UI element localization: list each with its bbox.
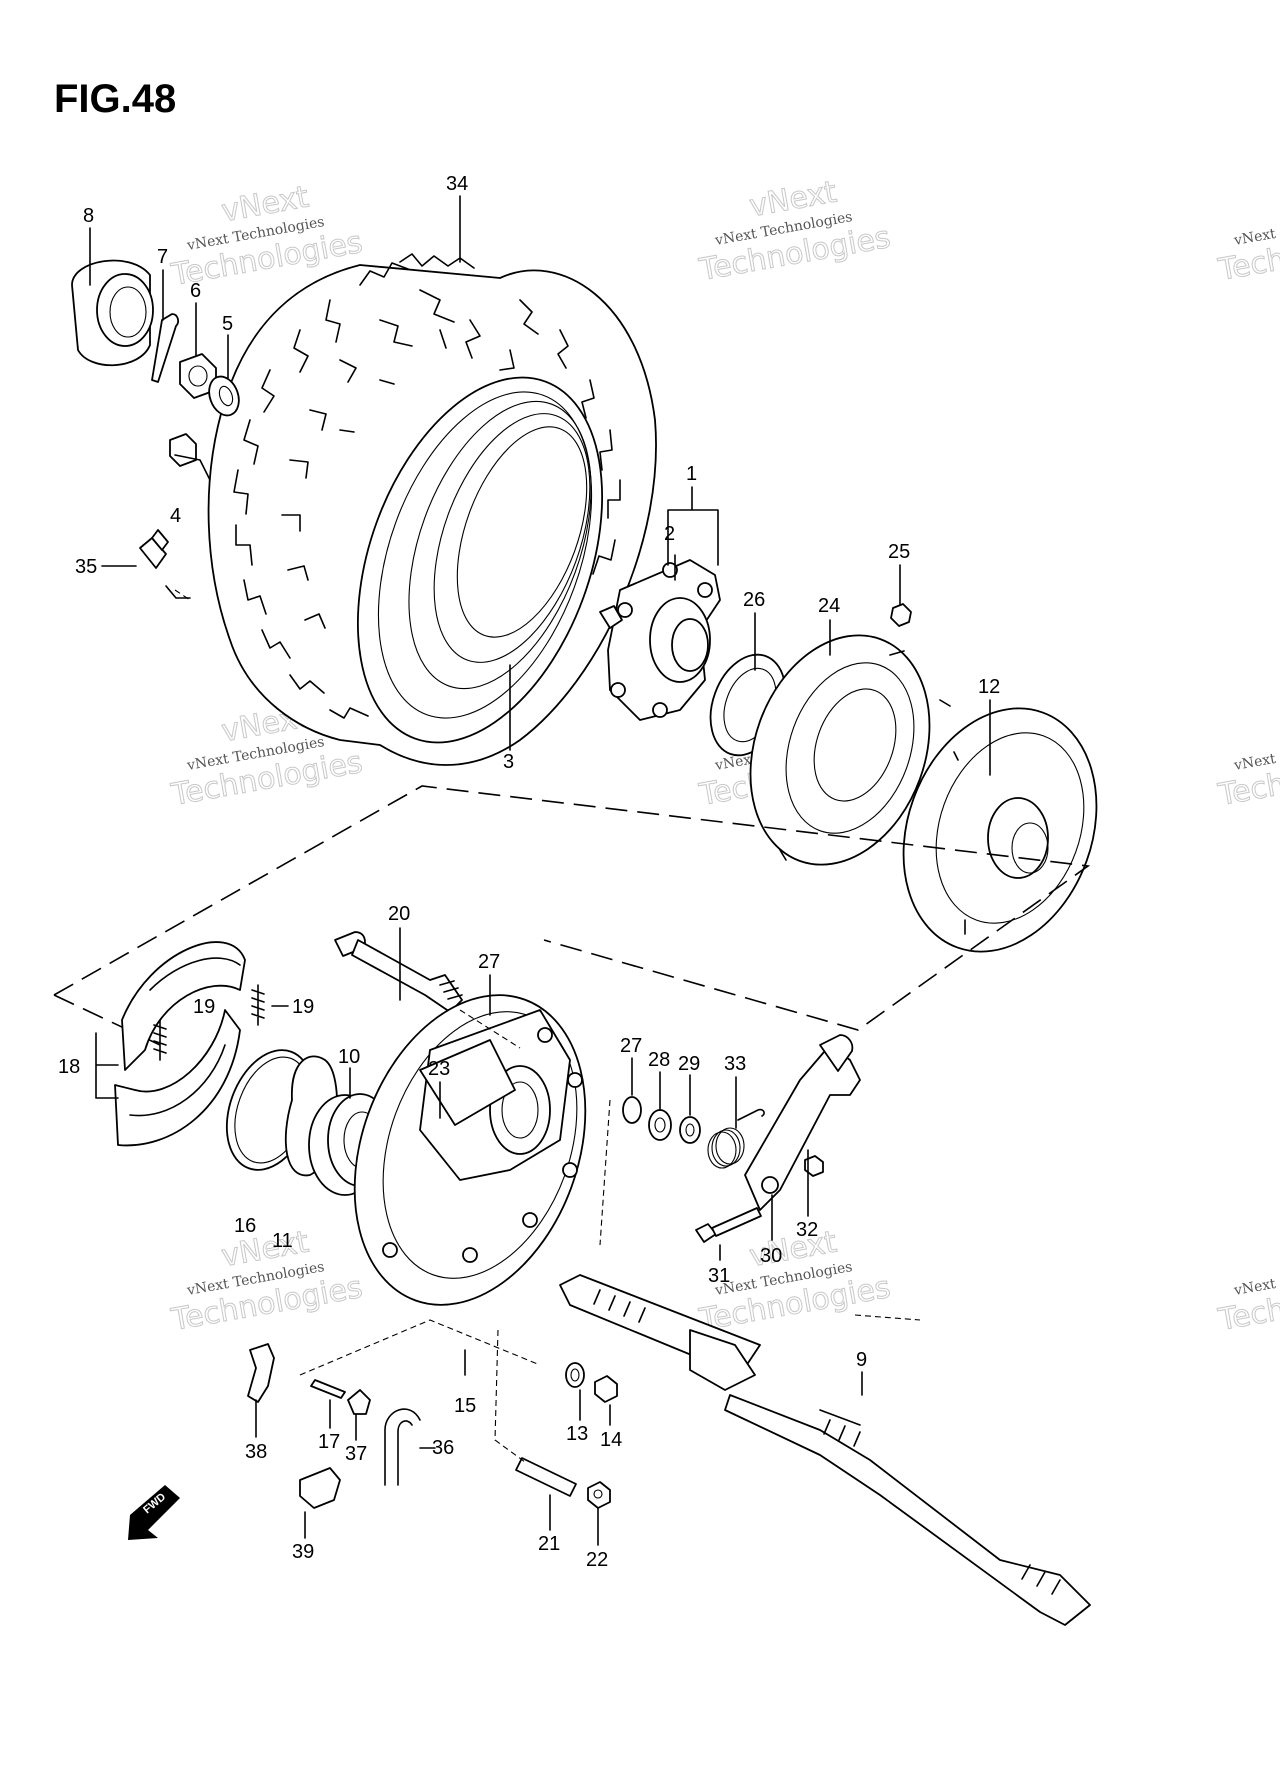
stud-bolt bbox=[515, 1457, 577, 1497]
washer bbox=[679, 1116, 701, 1144]
callout-numbers: 34 8 7 6 5 4 35 1 2 3 26 24 25 12 20 27 … bbox=[58, 173, 1000, 1571]
callout-label: 12 bbox=[978, 676, 1000, 698]
tire bbox=[139, 253, 657, 766]
callout-label: 13 bbox=[566, 1423, 588, 1445]
callout-label: 16 bbox=[234, 1215, 256, 1237]
callout-label: 21 bbox=[538, 1533, 560, 1555]
wheel-hub bbox=[599, 559, 721, 721]
callout-label: 4 bbox=[170, 505, 181, 527]
o-ring bbox=[622, 1096, 642, 1124]
callout-label: 39 bbox=[292, 1541, 314, 1563]
callout-label: 18 bbox=[58, 1056, 80, 1078]
callout-label: 33 bbox=[724, 1053, 746, 1075]
callout-label: 38 bbox=[245, 1441, 267, 1463]
nut bbox=[587, 1481, 611, 1509]
brake-camshaft bbox=[334, 931, 463, 1013]
watermark-text: vNext bbox=[1232, 1276, 1277, 1299]
torsion-spring bbox=[707, 1108, 765, 1169]
leader-lines bbox=[89, 195, 991, 1546]
callout-label: 11 bbox=[272, 1230, 293, 1252]
washer bbox=[208, 375, 240, 417]
brake-panel bbox=[353, 994, 587, 1306]
callout-label: 5 bbox=[222, 313, 233, 335]
brake-spring bbox=[153, 984, 265, 1061]
bolt bbox=[695, 1207, 762, 1243]
dashed-leaders bbox=[174, 589, 921, 1463]
tread-pattern bbox=[233, 253, 621, 719]
callout-label: 8 bbox=[83, 205, 94, 227]
callout-label: 6 bbox=[190, 280, 201, 302]
bolt bbox=[594, 1375, 618, 1403]
watermark-text: vNext bbox=[1232, 751, 1277, 774]
callout-label: 32 bbox=[796, 1219, 818, 1241]
callout-label: 23 bbox=[428, 1058, 450, 1080]
callout-label: 27 bbox=[478, 951, 500, 973]
callout-label: 26 bbox=[743, 589, 765, 611]
guide bbox=[247, 1343, 275, 1403]
washer bbox=[565, 1362, 585, 1388]
brake-shoes bbox=[114, 941, 246, 1147]
assembly-group-outline bbox=[53, 785, 1091, 1031]
callout-label: 34 bbox=[446, 173, 468, 195]
watermark-text: vNext bbox=[1232, 226, 1277, 249]
callout-label: 19 bbox=[193, 996, 215, 1018]
rim-groove bbox=[433, 413, 591, 663]
callout-label: 10 bbox=[338, 1046, 360, 1068]
callout-label: 30 bbox=[760, 1245, 782, 1267]
clamp bbox=[347, 1389, 371, 1415]
callout-label: 19 bbox=[292, 996, 314, 1018]
figure-title: FIG.48 bbox=[54, 77, 176, 121]
callout-label: 17 bbox=[318, 1431, 340, 1453]
brake-drum-cover bbox=[749, 634, 951, 866]
cotter-pin bbox=[151, 313, 179, 383]
watermark: vNext Technologies Technologies vNext bbox=[168, 179, 366, 294]
callout-label: 1 bbox=[686, 463, 697, 485]
callout-label: 22 bbox=[586, 1549, 608, 1571]
callout-label: 7 bbox=[157, 246, 168, 268]
callout-label: 27 bbox=[620, 1035, 642, 1057]
nut bbox=[804, 1155, 824, 1177]
brake-drum bbox=[902, 707, 1098, 953]
callout-label: 35 bbox=[75, 556, 97, 578]
tread-pattern bbox=[281, 289, 515, 629]
rim-groove bbox=[456, 426, 588, 638]
callout-label: 24 bbox=[818, 595, 840, 617]
watermark: vNext Technologies bbox=[1215, 219, 1280, 288]
hub-cap bbox=[71, 259, 154, 367]
callout-label: 29 bbox=[678, 1053, 700, 1075]
valve-stem bbox=[139, 537, 167, 569]
watermark: vNext Technologies Technologies vNext bbox=[168, 1224, 366, 1339]
callout-label: 14 bbox=[600, 1429, 622, 1451]
clip bbox=[299, 1467, 341, 1509]
callout-label: 2 bbox=[664, 523, 675, 545]
valve-stem bbox=[151, 529, 169, 551]
callout-label: 3 bbox=[503, 751, 514, 773]
callout-label: 9 bbox=[856, 1349, 867, 1371]
washer bbox=[648, 1109, 672, 1141]
hose bbox=[384, 1408, 421, 1486]
callout-label: 31 bbox=[708, 1265, 730, 1287]
drum-bolt bbox=[890, 603, 912, 627]
callout-label: 15 bbox=[454, 1395, 476, 1417]
brake-arm bbox=[744, 1034, 861, 1211]
watermark: vNext Technologies bbox=[1215, 744, 1280, 813]
lug-nut bbox=[169, 433, 197, 467]
rim-edge bbox=[377, 391, 593, 719]
watermark: vNext Technologies bbox=[1215, 1269, 1280, 1338]
pin bbox=[310, 1379, 346, 1399]
tire-sidewall bbox=[357, 376, 603, 744]
callout-label: 36 bbox=[432, 1437, 454, 1459]
callout-label: 37 bbox=[345, 1443, 367, 1465]
callout-label: 20 bbox=[388, 903, 410, 925]
forward-arrow-icon: FWD bbox=[128, 1485, 180, 1540]
callout-label: 28 bbox=[648, 1049, 670, 1071]
watermark: vNext Technologies Technologies vNext bbox=[696, 174, 894, 289]
rim-groove bbox=[408, 400, 592, 690]
rear-axle bbox=[559, 1274, 1091, 1626]
callout-label: 25 bbox=[888, 541, 910, 563]
